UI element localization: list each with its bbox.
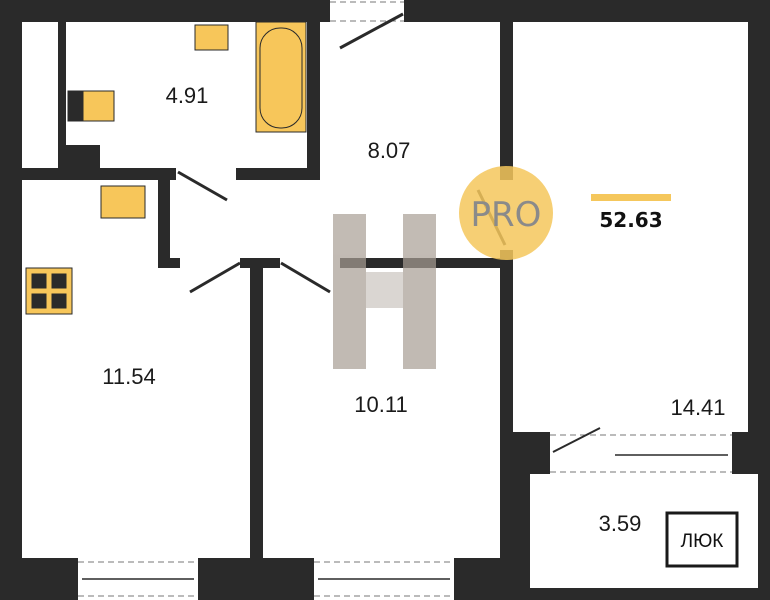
total-area-bar: [591, 194, 671, 201]
bathroom-sink-icon: [194, 24, 229, 51]
room-area-bedroom: 10.11: [354, 392, 407, 417]
bathroom-area: [66, 22, 307, 168]
entrance-door[interactable]: [339, 12, 404, 50]
room-area-bathroom: 4.91: [166, 83, 209, 108]
openings: [78, 0, 732, 600]
balcony-door[interactable]: [552, 427, 601, 453]
total-area: 52.63: [599, 208, 662, 232]
toilet-icon: [82, 90, 115, 122]
hatch-label: ЛЮК: [681, 531, 724, 552]
kitchen-sink-icon: [100, 185, 146, 219]
bedroom-door[interactable]: [280, 261, 331, 294]
room-area-balcony: 3.59: [599, 511, 642, 536]
kitchen-area: [22, 180, 250, 558]
room-area-kitchen: 11.54: [102, 364, 155, 389]
pro-badge-label: PRO: [471, 195, 542, 235]
pro-badge: [459, 166, 553, 260]
room-area-hallway: 8.07: [368, 138, 411, 163]
bathroom-door[interactable]: [177, 170, 228, 202]
toilet-tank-icon: [67, 90, 84, 122]
room-area-living-room: 14.41: [670, 395, 725, 420]
hallway-area: [170, 22, 500, 258]
bathtub-icon: [255, 21, 307, 133]
nook: [22, 22, 58, 168]
watermark-logo-icon: [333, 214, 436, 369]
fixtures: [25, 21, 307, 315]
kitchen-door[interactable]: [189, 261, 241, 294]
rooms: [22, 22, 758, 588]
living-room-area: [513, 22, 748, 432]
balcony-area: [530, 474, 758, 588]
bedroom-area: [263, 268, 500, 558]
hatch-box: [665, 511, 739, 568]
